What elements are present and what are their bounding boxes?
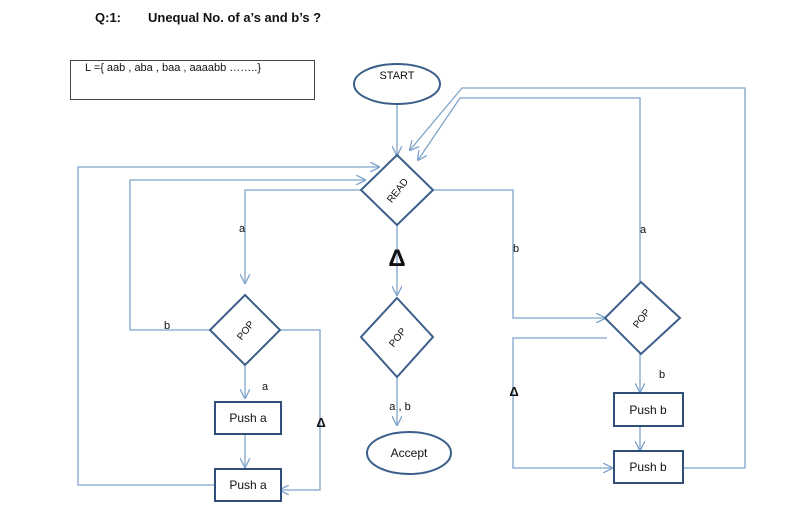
edge-pushb2-read (410, 87, 746, 469)
push-b-2-label: Push b (629, 460, 667, 474)
language-definition: L ={ aab , aba , baa , aaaabb ……..} (85, 62, 262, 74)
push-a-1-label: Push a (229, 411, 267, 425)
label-popright-a: a (640, 224, 647, 236)
label-popleft-delta: Δ (316, 415, 325, 430)
label-popright-delta: Δ (509, 384, 518, 399)
start-label: START (379, 70, 414, 82)
edge-read-popleft (245, 189, 361, 283)
label-popleft-b: b (164, 320, 170, 332)
accept-label: Accept (391, 446, 428, 460)
edge-popright-read-a (418, 97, 641, 282)
push-b-1-box (613, 392, 684, 427)
label-popleft-a: a (262, 381, 269, 393)
label-popright-b: b (659, 369, 665, 381)
push-b-2-box (613, 450, 684, 484)
read-node (359, 153, 435, 227)
accept-node (366, 431, 452, 475)
edge-popleft-delta (280, 329, 321, 490)
label-read-delta: Δ (388, 245, 405, 272)
label-popcenter-ab: a , b (389, 401, 410, 413)
pop-center-node (359, 296, 435, 379)
question-number: Q:1: (95, 10, 121, 25)
edge-popleft-read-b (129, 180, 365, 331)
push-a-2-box (214, 468, 282, 502)
push-b-1-label: Push b (629, 403, 667, 417)
label-read-a: a (239, 223, 246, 235)
edge-read-popright (433, 189, 605, 318)
edge-popright-delta (512, 337, 612, 468)
pop-right-node (603, 280, 682, 356)
language-box: L ={ aab , aba , baa , aaaabb ……..} (70, 60, 315, 100)
start-node (353, 63, 441, 105)
question-title: Unequal No. of a’s and b’s ? (148, 10, 322, 25)
push-a-2-label: Push a (229, 478, 267, 492)
edge-pusha2-read (77, 167, 379, 486)
pop-left-node (208, 293, 282, 367)
label-read-b: b (513, 243, 519, 255)
push-a-1-box (214, 401, 282, 435)
